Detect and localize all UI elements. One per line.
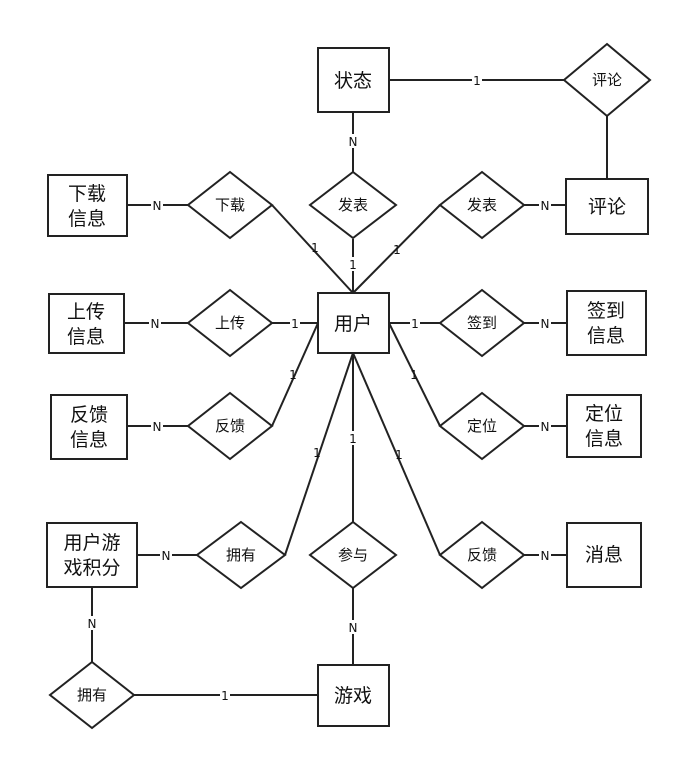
relationship-label: 拥有 (77, 686, 107, 704)
card-user-checkin: 1 (411, 317, 419, 331)
relationship-label: 参与 (338, 546, 368, 564)
entity-label-line1: 用户游 (63, 532, 120, 554)
card-user-participate: 1 (349, 432, 357, 446)
entity-label: 游戏 (334, 685, 372, 707)
entity-label-line2: 信息 (68, 208, 106, 230)
entity-feedback-info[interactable]: 反馈 信息 (50, 394, 128, 460)
card-status-comment: 1 (473, 74, 481, 88)
entity-label-line2: 信息 (587, 325, 625, 347)
entity-comment[interactable]: 评论 (565, 178, 649, 235)
cardinality-labels: 1 N N 1 1 1 N N 1 1 N 1 N 1 N 1 N 1 N 1 … (86, 73, 551, 703)
card-locate-info: N (541, 420, 550, 434)
entity-label: 评论 (588, 196, 626, 218)
relationship-locate[interactable]: 定位 (438, 391, 526, 461)
relationship-publish-comment[interactable]: 发表 (438, 170, 526, 240)
relationship-status-comment[interactable]: 评论 (562, 42, 652, 118)
relationship-download[interactable]: 下载 (186, 170, 274, 240)
card-upload-info: N (151, 317, 160, 331)
relationship-label: 反馈 (467, 546, 497, 564)
relationship-feedback-right[interactable]: 反馈 (438, 520, 526, 590)
card-user-publish-status: 1 (349, 258, 357, 272)
relationship-label: 发表 (467, 196, 497, 214)
relationship-participate[interactable]: 参与 (308, 520, 398, 590)
card-user-publish-comment: 1 (393, 243, 401, 257)
card-user-locate: 1 (410, 368, 418, 382)
edge-feedback-user (271, 322, 319, 427)
relationship-label: 定位 (467, 417, 497, 435)
relationship-own-game[interactable]: 拥有 (48, 660, 136, 730)
entity-checkin-info[interactable]: 签到 信息 (566, 290, 647, 356)
card-message: N (541, 549, 550, 563)
relationship-feedback-left[interactable]: 反馈 (186, 391, 274, 461)
edge-user-own-score (284, 352, 354, 556)
card-user-upload: 1 (291, 317, 299, 331)
edge-user-publish-comment (352, 204, 441, 294)
relationship-label: 评论 (592, 71, 622, 89)
entity-label: 消息 (585, 544, 623, 566)
entity-label-line2: 信息 (585, 428, 623, 450)
card-user-own-score: 1 (313, 446, 321, 460)
relationship-upload[interactable]: 上传 (186, 288, 274, 358)
card-download-info: N (153, 199, 162, 213)
relationship-own-score[interactable]: 拥有 (195, 520, 287, 590)
edge-user-feedback-right (352, 352, 441, 556)
entity-user[interactable]: 用户 (317, 292, 390, 354)
relationship-label: 下载 (215, 196, 245, 214)
relationship-label: 签到 (467, 314, 497, 332)
entity-label-line1: 上传 (67, 301, 105, 323)
entity-status[interactable]: 状态 (317, 47, 390, 113)
relationship-label: 上传 (215, 314, 245, 332)
card-comment-publish: N (541, 199, 550, 213)
entity-label-line2: 信息 (70, 429, 108, 451)
relationship-label: 发表 (338, 196, 368, 214)
entity-label-line2: 戏积分 (63, 557, 120, 579)
relationship-label: 拥有 (226, 546, 256, 564)
card-user-feedback-left: 1 (289, 368, 297, 382)
entity-game[interactable]: 游戏 (317, 664, 390, 727)
entity-label-line2: 信息 (67, 326, 105, 348)
card-score-own: N (162, 549, 171, 563)
entity-label: 状态 (334, 70, 372, 92)
entity-label: 用户 (334, 313, 372, 335)
entity-message[interactable]: 消息 (566, 522, 642, 588)
entity-location-info[interactable]: 定位 信息 (566, 394, 642, 458)
card-status-publish: N (349, 135, 358, 149)
card-feedback-info: N (153, 420, 162, 434)
relationship-checkin[interactable]: 签到 (438, 288, 526, 358)
card-game-participate: N (349, 621, 358, 635)
relationship-label: 反馈 (215, 417, 245, 435)
edge-user-locate (388, 322, 441, 427)
entity-upload-info[interactable]: 上传 信息 (48, 293, 125, 354)
card-user-download: 1 (311, 241, 319, 255)
relationship-publish-status[interactable]: 发表 (308, 170, 398, 240)
edge-download-user (271, 204, 354, 294)
card-user-feedback-right: 1 (395, 448, 403, 462)
card-checkin-info: N (541, 317, 550, 331)
card-game-own: 1 (221, 689, 229, 703)
entity-user-game-score[interactable]: 用户游 戏积分 (46, 522, 138, 588)
entity-label-line1: 签到 (587, 300, 625, 322)
entity-label-line1: 定位 (585, 403, 623, 425)
edges (91, 79, 608, 696)
entity-label-line1: 下载 (68, 183, 106, 205)
entity-download-info[interactable]: 下载 信息 (47, 174, 128, 237)
entity-label-line1: 反馈 (70, 404, 108, 426)
card-score-own-game: N (88, 617, 97, 631)
